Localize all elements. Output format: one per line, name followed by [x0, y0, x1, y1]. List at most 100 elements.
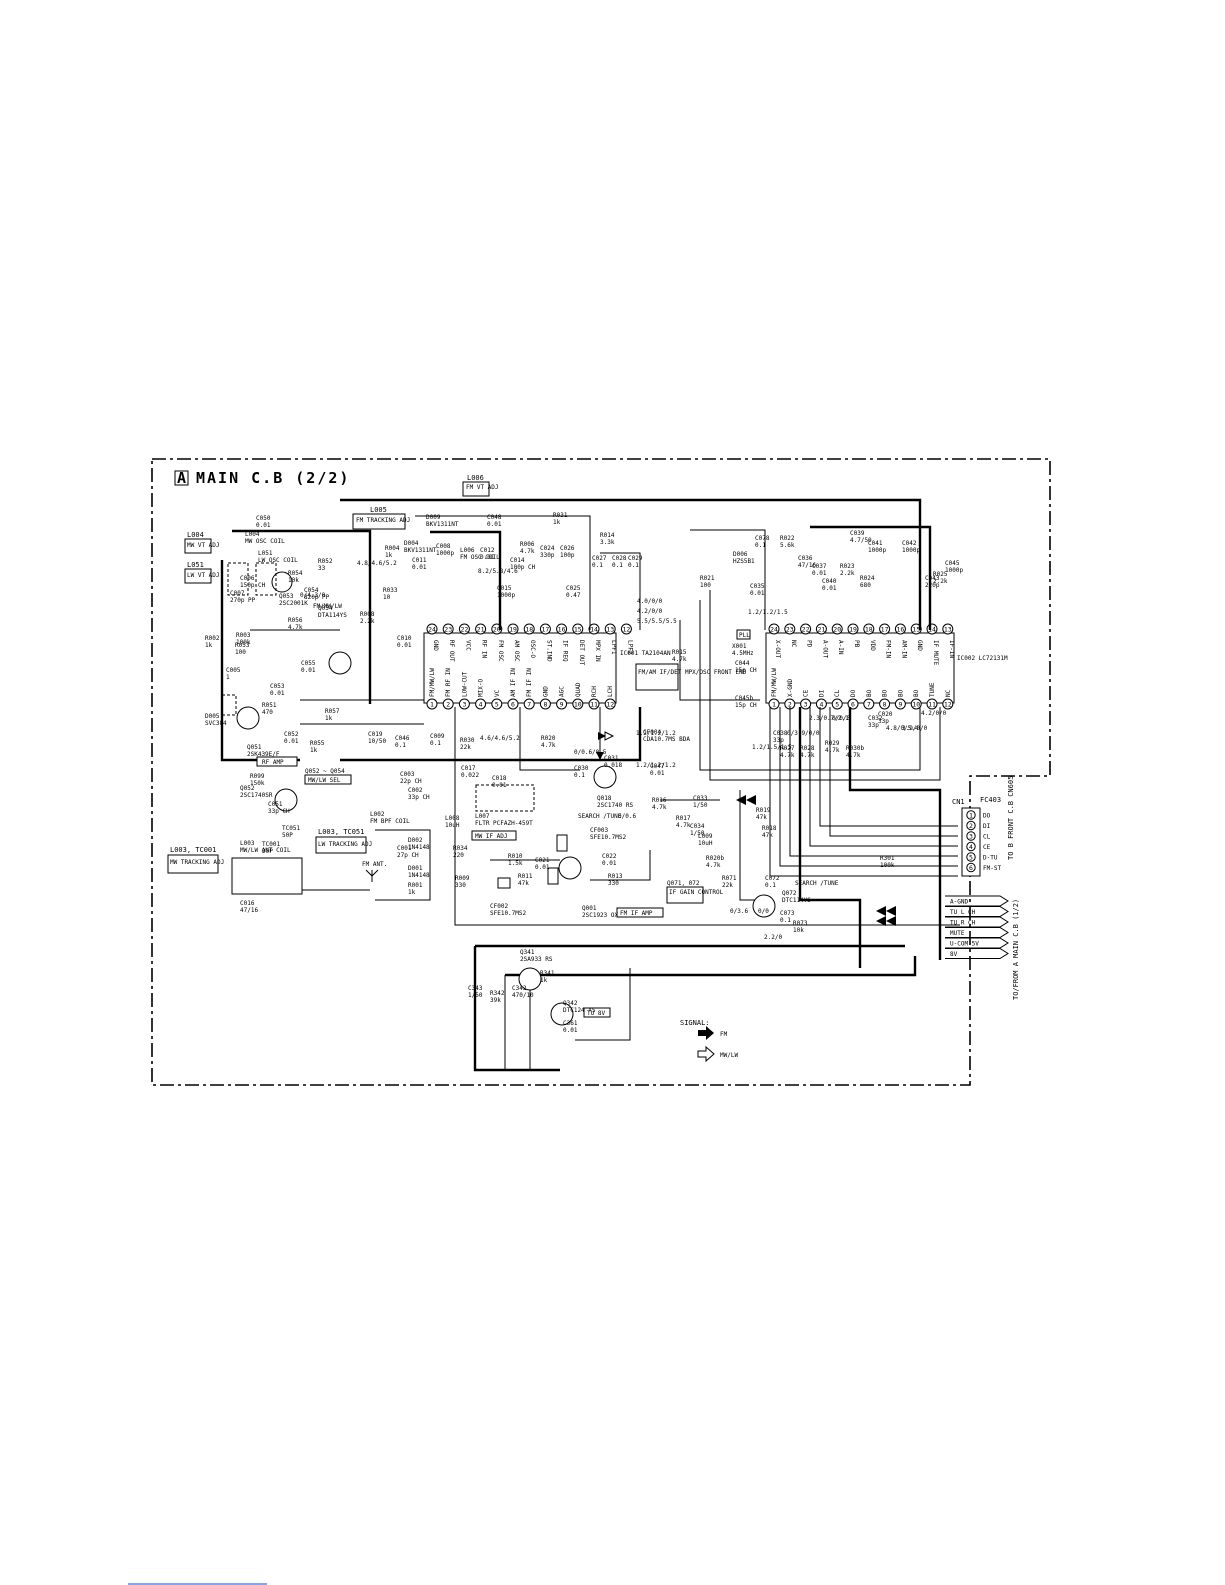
cn1-pin-3 — [966, 831, 976, 841]
ic001-pin-num: 8 — [543, 701, 547, 709]
ic002-pin-name: VDD — [869, 640, 876, 651]
ic001-pin-name: GND — [542, 686, 549, 697]
adjust-label-l005: L005 FM TRACKING ADJ — [352, 506, 410, 530]
ic002-pin-num: 13 — [944, 626, 952, 634]
ic002-pin-name: NC — [945, 689, 952, 697]
ic001-pin-name: AM OSC — [513, 640, 520, 662]
ic001-pin-num: 15 — [574, 626, 582, 634]
ic001-pin-num: 2 — [446, 701, 450, 709]
ic002-pin-num: 3 — [804, 701, 808, 709]
voltage-label: 0/0/0 — [832, 715, 850, 722]
voltage-label: 0/0.6 — [618, 813, 636, 820]
ic001-pin-name: RF IN — [481, 640, 488, 658]
svg-text:MW VT ADJ: MW VT ADJ — [187, 542, 220, 549]
ic002-pin-1 — [768, 698, 780, 710]
ic002-pin-16 — [894, 623, 906, 635]
ic001-pin-12 — [604, 698, 616, 710]
ic001-pin-13 — [604, 623, 616, 635]
search-tune-label-1: SEARCH /TUNE — [578, 813, 622, 820]
ic002-pin-num: 8 — [883, 701, 887, 709]
cn1-pin-5 — [966, 852, 976, 862]
ic001-pin-21 — [475, 623, 487, 635]
voltage-label: 0/0.6/0.5 — [574, 749, 607, 756]
ic002-pin-num: 11 — [928, 701, 936, 709]
svg-text:L006: L006 — [467, 474, 484, 482]
voltage-label: 0/4.3/0 — [300, 592, 326, 599]
svg-text:L051: L051 — [187, 561, 204, 569]
svg-text:L005: L005 — [370, 506, 387, 514]
ic002-pin-12 — [942, 698, 954, 710]
ic002-pin-num: 19 — [849, 626, 857, 634]
wiring — [220, 498, 960, 1072]
ic001-pin-name: RF OUT — [448, 640, 455, 662]
ic002-pin-num: 10 — [912, 701, 920, 709]
ic001-pin-name: AGC — [559, 686, 566, 697]
ic002-pin-num: 22 — [802, 626, 810, 634]
ic001-pin-3 — [458, 698, 470, 710]
ic002-pin-num: 21 — [817, 626, 825, 634]
ic002-pin-name: IF-IN — [948, 640, 955, 658]
voltage-label: 4.8/0/5.4 — [886, 725, 919, 732]
fm-if-amp-label: FM IF AMP — [620, 910, 653, 917]
cn1-pin-name: FM-ST — [983, 865, 1001, 872]
ic002-pin-name: DO — [850, 689, 857, 697]
ic002-pin-18 — [863, 623, 875, 635]
voltage-label: 4.6/4.6/5.2 — [480, 735, 520, 742]
ic002-pin-name: CL — [834, 689, 841, 697]
ic002-pin-num: 7 — [867, 701, 871, 709]
voltage-label: 1.2/1.2/1.2 — [636, 730, 676, 737]
ic002-ref: IC002 LC72131M — [957, 655, 1008, 662]
ic002-pin-name: NC — [790, 640, 797, 648]
voltage-label: 0/3.6 — [730, 908, 748, 915]
ic001-pin-num: 3 — [462, 701, 466, 709]
bus-line-label: 8V — [950, 951, 958, 958]
ic002-pin-11 — [926, 698, 938, 710]
svg-text:LW VT ADJ: LW VT ADJ — [187, 572, 220, 579]
board-letter: A — [177, 469, 188, 487]
transistors — [236, 571, 776, 1026]
ic001-pin-23 — [442, 623, 454, 635]
ic001-pin-14 — [588, 623, 600, 635]
cn1-pin-num: 5 — [969, 853, 973, 861]
ic001-pin-5 — [491, 698, 503, 710]
ic001-pin-8 — [539, 698, 551, 710]
ic002-pin-20 — [831, 623, 843, 635]
ic002-pin-num: 24 — [770, 626, 778, 634]
